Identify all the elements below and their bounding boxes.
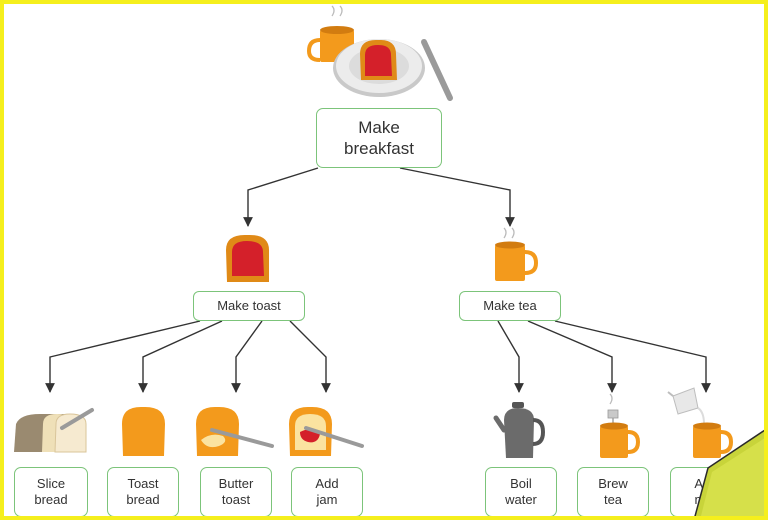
teabag-mug-icon xyxy=(600,393,641,458)
root-connectors xyxy=(243,167,515,227)
step-line2: tea xyxy=(603,492,623,507)
step-line2: milk xyxy=(694,492,718,507)
step-line2: toast xyxy=(221,492,251,507)
step-line1: Boil xyxy=(510,475,532,491)
step-line1: Add xyxy=(315,475,339,491)
step-line1: Butter xyxy=(218,475,254,491)
node-make-toast-label: Make toast xyxy=(217,297,281,313)
node-add-jam: Add jam xyxy=(291,467,363,517)
node-make-toast: Make toast xyxy=(193,291,305,321)
step-line2: bread xyxy=(126,492,160,507)
step-line2: bread xyxy=(34,492,68,507)
butter-toast-icon xyxy=(196,406,274,456)
tea-connectors xyxy=(497,320,711,393)
node-make-tea-label: Make tea xyxy=(483,297,537,313)
breakfast-plate-and-tea-icon xyxy=(306,5,453,101)
toast-slice-icon xyxy=(122,406,165,456)
jam-toast-icon xyxy=(289,406,364,456)
kettle-icon xyxy=(493,402,546,458)
toast-connectors xyxy=(45,320,331,393)
node-make-breakfast-line1: Make xyxy=(358,117,400,137)
node-add-milk: Add milk xyxy=(670,467,742,517)
node-toast-bread: Toast bread xyxy=(107,467,179,517)
node-make-breakfast-line2: breakfast xyxy=(344,139,414,158)
step-line1: Toast xyxy=(127,475,159,491)
step-line1: Slice xyxy=(36,475,66,491)
node-make-tea: Make tea xyxy=(459,291,561,321)
toast-with-jam-icon xyxy=(226,234,269,282)
step-line2: water xyxy=(505,492,537,507)
node-boil-water: Boil water xyxy=(485,467,557,517)
node-slice-bread: Slice bread xyxy=(14,467,88,517)
step-line2: jam xyxy=(316,492,338,507)
node-brew-tea: Brew tea xyxy=(577,467,649,517)
step-line1: Add xyxy=(694,475,718,491)
sliced-loaf-icon xyxy=(14,408,94,453)
milk-jug-mug-icon xyxy=(667,387,734,458)
node-butter-toast: Butter toast xyxy=(200,467,272,517)
step-line1: Brew xyxy=(598,475,628,491)
tea-mug-icon xyxy=(495,227,539,281)
node-make-breakfast: Make breakfast xyxy=(316,108,442,168)
